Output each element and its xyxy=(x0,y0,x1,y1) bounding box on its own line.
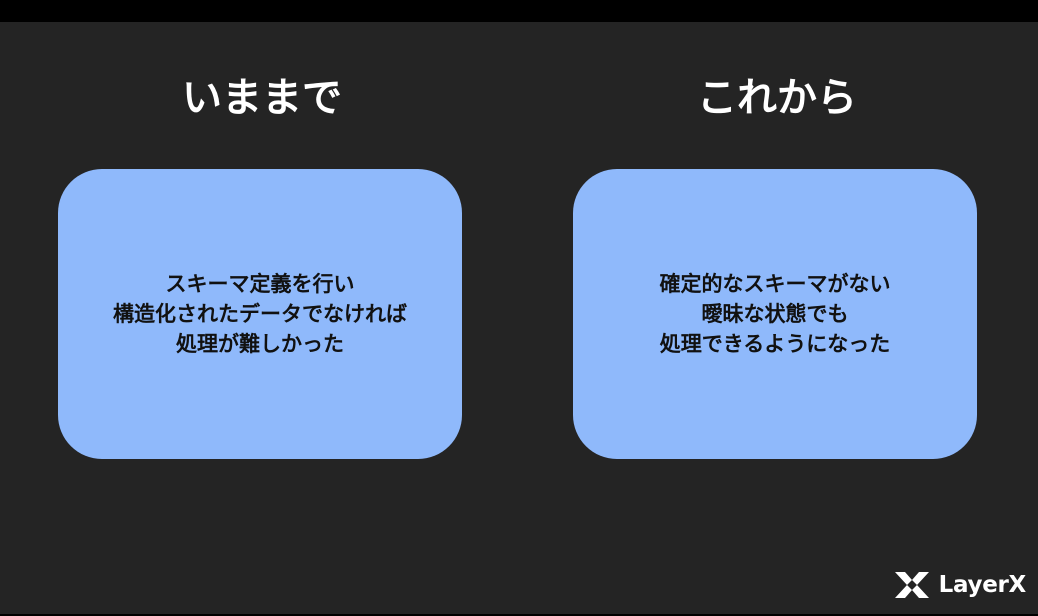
logo-text: LayerX xyxy=(938,572,1027,598)
right-card-line: 確定的なスキーマがない xyxy=(659,272,891,296)
layerx-logo: LayerX xyxy=(893,570,1026,600)
left-card-line: スキーマ定義を行い xyxy=(165,272,355,296)
left-card-line: 構造化されたデータでなければ xyxy=(113,302,407,326)
left-card: スキーマ定義を行い 構造化されたデータでなければ 処理が難しかった xyxy=(58,169,462,459)
right-card-line: 処理できるようになった xyxy=(659,332,891,356)
right-card: 確定的なスキーマがない 曖昧な状態でも 処理できるようになった xyxy=(573,169,977,459)
right-card-text: 確定的なスキーマがない 曖昧な状態でも 処理できるようになった xyxy=(660,269,891,359)
left-card-line: 処理が難しかった xyxy=(176,332,344,356)
left-column-title: いままで xyxy=(182,75,342,121)
right-column-title: これから xyxy=(697,75,857,121)
left-card-text: スキーマ定義を行い 構造化されたデータでなければ 処理が難しかった xyxy=(113,269,407,359)
slide: いままで これから スキーマ定義を行い 構造化されたデータでなければ 処理が難し… xyxy=(0,22,1038,614)
right-card-line: 曖昧な状態でも xyxy=(701,302,849,326)
layerx-logo-icon xyxy=(894,572,929,598)
